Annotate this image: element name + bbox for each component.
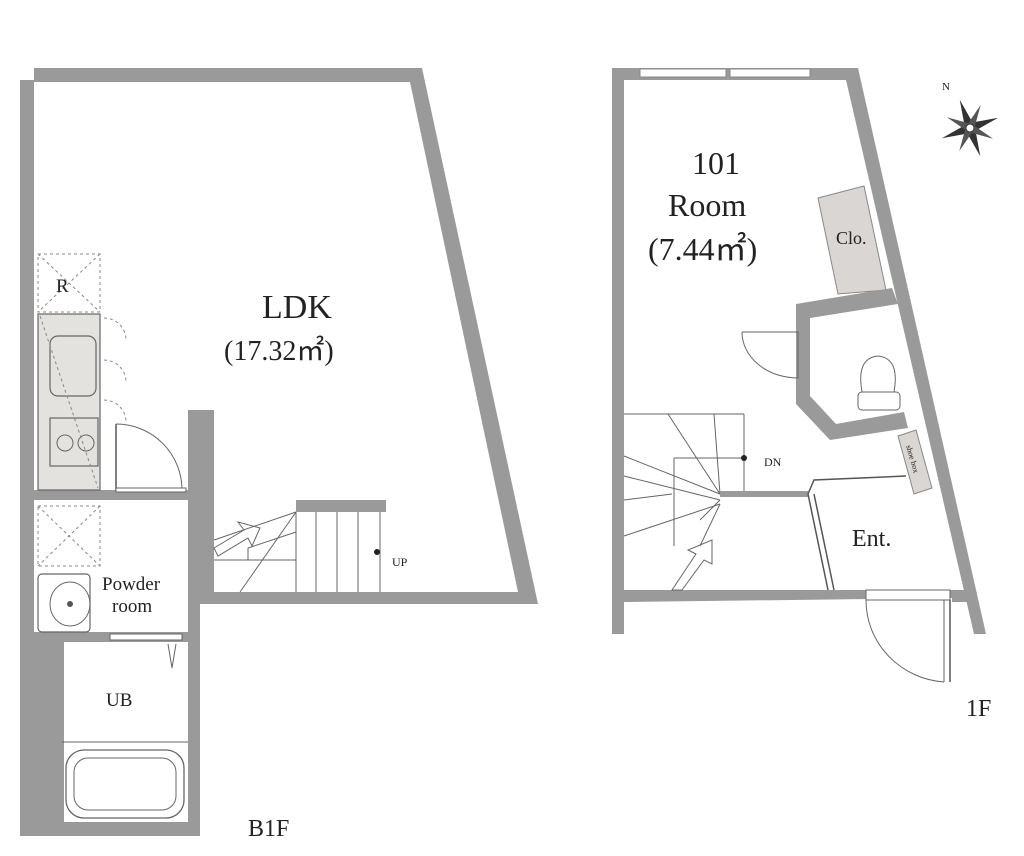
1f-plan: Clo. shoe box DN — [612, 68, 991, 722]
bathtub — [65, 749, 185, 819]
b1f-plan: R Powder room UB — [20, 68, 538, 842]
powder-door-swing — [115, 423, 183, 491]
kitchen-sink — [49, 335, 97, 397]
counter-diagonal — [39, 315, 99, 489]
room-name: Room — [668, 187, 746, 223]
room-number: 101 — [692, 145, 740, 181]
1f-staircase: DN — [623, 413, 808, 591]
ldk-area: (17.32㎡) — [224, 335, 334, 367]
stair-down-label: DN — [764, 455, 782, 469]
powder-room-label-line2: room — [112, 596, 152, 617]
refrigerator — [37, 253, 101, 313]
1f-outer-wall — [612, 68, 986, 634]
powder-room-label: Powder — [102, 574, 161, 595]
entrance-step — [807, 475, 907, 591]
b1f-staircase: UP — [213, 500, 408, 593]
toilet — [857, 391, 901, 411]
window — [639, 68, 727, 78]
compass-north-label: N — [942, 81, 950, 93]
stair-arrow-icon — [213, 521, 261, 557]
unit-bath-label: UB — [106, 690, 132, 711]
toilet-room-wall — [796, 288, 908, 440]
window — [729, 68, 811, 78]
ldk-label: LDK — [262, 289, 332, 326]
refrigerator-label: R — [56, 276, 69, 297]
cabinet-door-swing — [103, 317, 127, 341]
b1f-kitchen-wall — [34, 490, 188, 500]
shoe-box — [897, 429, 933, 495]
washing-machine — [37, 505, 101, 567]
toilet-door-swing — [741, 331, 799, 379]
b1f-floor-label: B1F — [248, 816, 289, 842]
stair-arrow-icon — [671, 539, 713, 591]
closet-label: Clo. — [836, 228, 867, 248]
kitchen-stove — [49, 417, 99, 467]
b1f-left-wall — [20, 640, 64, 836]
burner-icon — [77, 434, 95, 452]
entrance-door-swing — [865, 599, 945, 683]
entrance-label: Ent. — [852, 526, 891, 552]
1f-floor-label: 1F — [966, 696, 991, 722]
room-area: (7.44㎡) — [648, 231, 757, 267]
stair-up-label: UP — [392, 555, 408, 569]
b1f-stair-wall — [188, 410, 214, 600]
compass-rose-icon — [941, 99, 999, 157]
burner-icon — [56, 434, 74, 452]
entrance-door-frame — [865, 589, 951, 601]
ub-door[interactable] — [109, 633, 183, 641]
